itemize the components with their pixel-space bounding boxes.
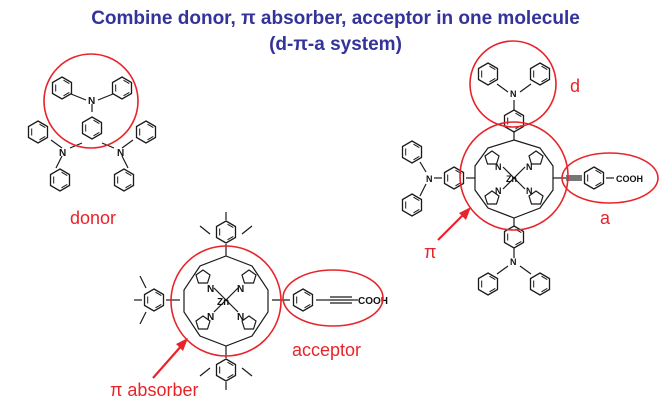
- porphyrin-absorber-molecule: N N N N Zn COOH: [134, 212, 388, 390]
- donor-molecule: N N N: [27, 76, 157, 192]
- phenyl-ring: [401, 193, 423, 217]
- nitrogen-atom: N: [88, 96, 95, 107]
- phenyl-ring: [503, 109, 525, 133]
- acceptor-highlight-ellipse: [282, 269, 384, 327]
- pyrrole-ring: [241, 269, 257, 284]
- nitrogen-atom: N: [526, 162, 533, 172]
- phenyl-ring: [51, 76, 73, 100]
- a-highlight-ellipse: [561, 152, 659, 204]
- nitrogen-atom: N: [510, 257, 517, 267]
- phenyl-ring: [477, 62, 499, 86]
- nitrogen-atom: N: [526, 186, 533, 196]
- phenyl-ring: [135, 120, 157, 144]
- zinc-atom: Zn: [217, 297, 229, 308]
- donor-highlight-circle: [43, 53, 139, 149]
- zinc-atom: Zn: [506, 174, 517, 184]
- nitrogen-atom: N: [207, 312, 214, 323]
- nitrogen-atom: N: [117, 148, 124, 159]
- phenyl-ring: [111, 76, 133, 100]
- slide-title-line-2: (d-π-a system): [269, 34, 402, 55]
- d-label: d: [570, 76, 581, 96]
- nitrogen-atom: N: [495, 186, 502, 196]
- pyrrole-ring: [195, 269, 211, 284]
- phenyl-ring: [49, 168, 71, 192]
- a-label: a: [600, 208, 611, 228]
- mesityl-ring: [143, 288, 165, 312]
- phenyl-ring: [529, 272, 551, 296]
- pi-absorber-label: π absorber: [110, 380, 199, 400]
- nitrogen-atom: N: [426, 174, 433, 184]
- phenyl-ring: [401, 140, 423, 164]
- slide-title-line-1: Combine donor, π absorber, acceptor in o…: [91, 8, 580, 29]
- carboxyl-group: COOH: [616, 174, 643, 184]
- phenyl-ring: [477, 272, 499, 296]
- nitrogen-atom: N: [510, 89, 517, 99]
- nitrogen-atom: N: [237, 284, 244, 295]
- pi-highlight-circle: [459, 121, 569, 231]
- pi-pointer-arrow: [437, 211, 467, 241]
- nitrogen-atom: N: [207, 284, 214, 295]
- nitrogen-atom: N: [59, 148, 66, 159]
- phenyl-ring: [27, 120, 49, 144]
- absorber-highlight-circle: [170, 245, 282, 357]
- phenyl-ring: [529, 62, 551, 86]
- phenyl-ring: [113, 168, 135, 192]
- nitrogen-atom: N: [237, 312, 244, 323]
- donor-label: donor: [70, 208, 117, 228]
- absorber-pointer-arrow: [152, 343, 184, 379]
- acceptor-label: acceptor: [292, 340, 362, 360]
- mesityl-ring: [215, 220, 237, 244]
- pi-arrowhead: [459, 207, 471, 220]
- central-benzene-ring: [81, 116, 103, 140]
- mesityl-ring: [215, 358, 237, 382]
- pi-label: π: [424, 242, 437, 262]
- phenyl-linker-ring: [292, 288, 314, 312]
- d-pi-a-molecule: N N N N N N N Zn COOH: [401, 62, 643, 296]
- carboxyl-group: COOH: [358, 296, 388, 307]
- d-highlight-circle: [469, 40, 557, 128]
- phenyl-linker-ring: [583, 166, 605, 190]
- absorber-arrowhead: [176, 338, 188, 351]
- nitrogen-atom: N: [495, 162, 502, 172]
